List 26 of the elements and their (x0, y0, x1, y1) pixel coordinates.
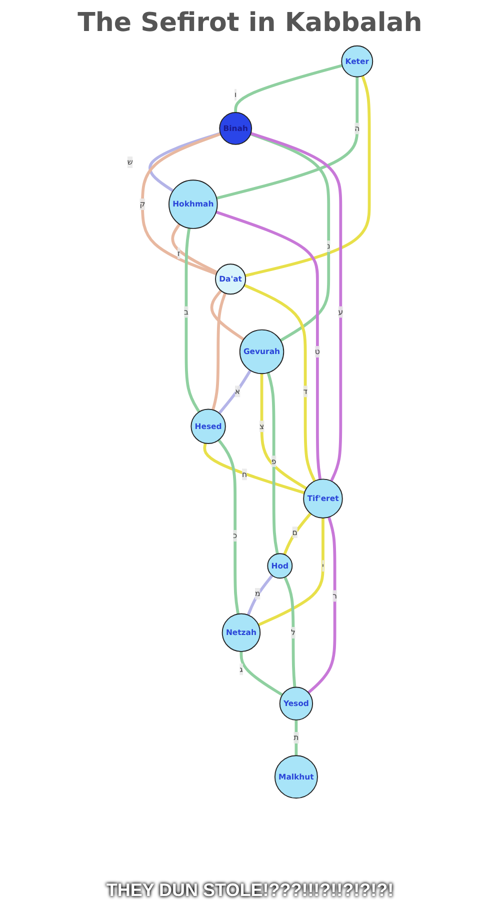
connector (260, 374, 308, 490)
connector (284, 576, 296, 688)
connector (218, 439, 240, 614)
title: The Sefirot in Kabbalah (78, 8, 422, 38)
connector (218, 370, 252, 414)
connector (210, 290, 244, 341)
connector (203, 443, 305, 494)
connector (171, 223, 218, 274)
connector (244, 75, 371, 278)
connector (266, 372, 279, 554)
connector (250, 132, 342, 482)
connector (216, 76, 359, 200)
connector (240, 652, 284, 696)
connector (250, 132, 330, 342)
connector (234, 64, 343, 113)
connector (246, 574, 274, 616)
connector (184, 228, 200, 413)
connector (244, 284, 316, 482)
connector (308, 516, 336, 694)
connector (148, 132, 221, 192)
connector (294, 720, 298, 756)
connector (258, 518, 324, 626)
connector (141, 132, 222, 276)
connector (212, 292, 227, 410)
connector (283, 512, 312, 556)
meme-caption: THEY DUN STOLE!???!!!?!!?!?!?! (106, 880, 394, 901)
